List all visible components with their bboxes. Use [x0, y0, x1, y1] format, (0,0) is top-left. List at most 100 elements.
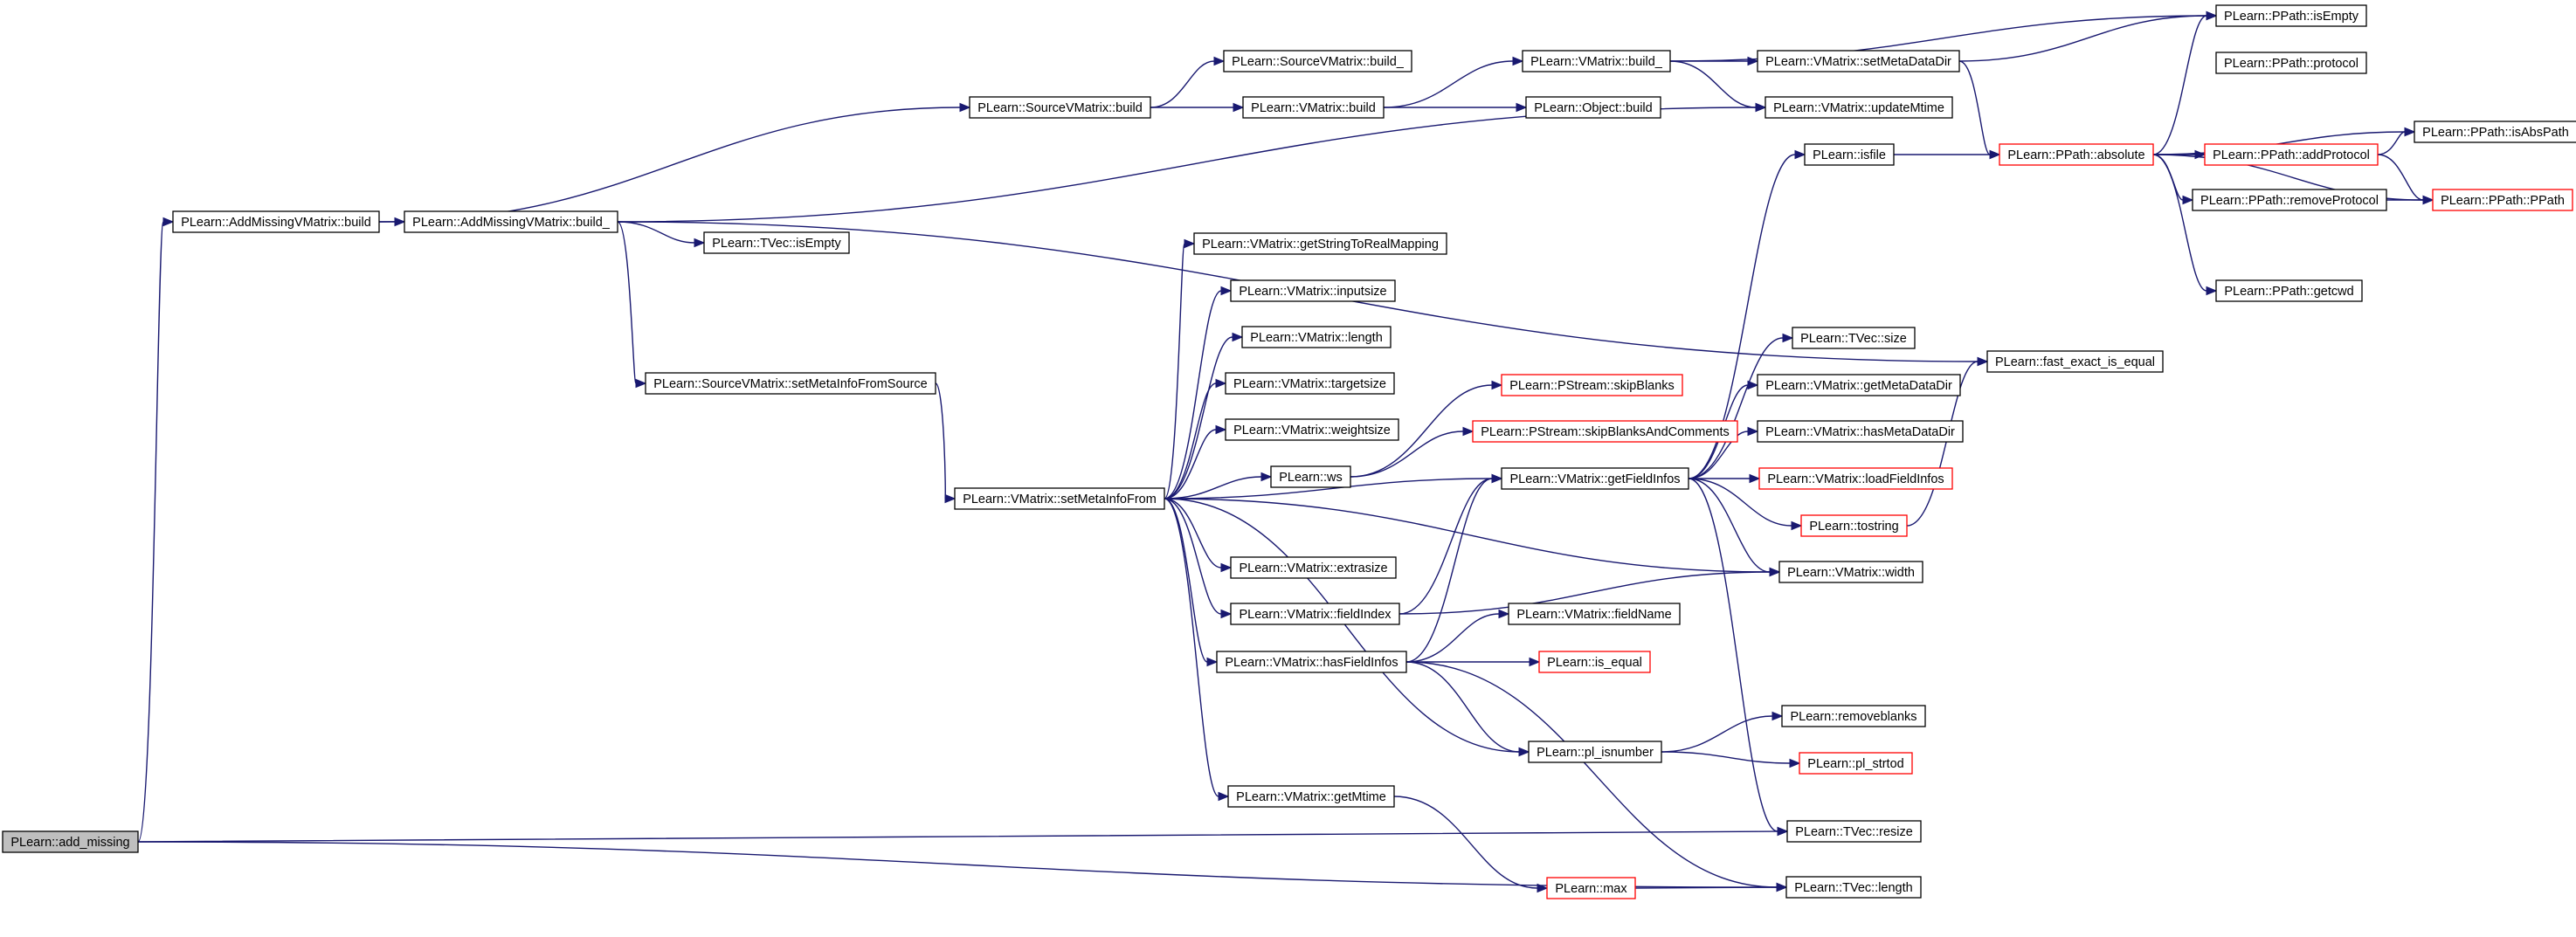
node-svm_setMeta[interactable]: PLearn::SourceVMatrix::setMetaInfoFromSo… — [645, 372, 936, 395]
node-pp_isAbsPath[interactable]: PLearn::PPath::isAbsPath — [2414, 121, 2576, 143]
node-vm_inputsize[interactable]: PLearn::VMatrix::inputsize — [1230, 279, 1396, 302]
node-box[interactable] — [2204, 143, 2379, 166]
node-vm_weightsize[interactable]: PLearn::VMatrix::weightsize — [1225, 418, 1399, 441]
node-box[interactable] — [1230, 279, 1396, 302]
node-amvm_build_[interactable]: PLearn::AddMissingVMatrix::build_ — [404, 210, 618, 233]
node-box[interactable] — [1781, 705, 1926, 727]
node-box[interactable] — [954, 487, 1165, 510]
node-vm_extrasize[interactable]: PLearn::VMatrix::extrasize — [1230, 556, 1397, 579]
node-box[interactable] — [645, 372, 936, 395]
node-vm_build_[interactable]: PLearn::VMatrix::build_ — [1522, 50, 1671, 72]
node-box[interactable] — [1225, 372, 1395, 395]
node-tvec_length[interactable]: PLearn::TVec::length — [1785, 876, 1922, 899]
node-box[interactable] — [2215, 279, 2363, 302]
node-box[interactable] — [2215, 52, 2367, 74]
node-tvec_resize[interactable]: PLearn::TVec::resize — [1786, 820, 1922, 843]
node-box[interactable] — [1508, 603, 1681, 625]
node-pl_isnumber[interactable]: PLearn::pl_isnumber — [1528, 741, 1662, 763]
node-fast_exact[interactable]: PLearn::fast_exact_is_equal — [1986, 350, 2164, 373]
node-box[interactable] — [1757, 420, 1964, 443]
node-add_missing[interactable]: PLearn::add_missing — [2, 830, 139, 853]
node-vm_fieldIndex[interactable]: PLearn::VMatrix::fieldIndex — [1230, 603, 1400, 625]
node-vm_build[interactable]: PLearn::VMatrix::build — [1242, 96, 1385, 119]
node-box[interactable] — [1538, 651, 1651, 673]
node-box[interactable] — [1225, 418, 1399, 441]
node-box[interactable] — [1986, 350, 2164, 373]
node-box[interactable] — [2215, 4, 2367, 27]
node-vm_width[interactable]: PLearn::VMatrix::width — [1778, 561, 1923, 583]
node-pp_removeProtocol[interactable]: PLearn::PPath::removeProtocol — [2192, 189, 2387, 211]
node-vm_hasFieldInfos[interactable]: PLearn::VMatrix::hasFieldInfos — [1216, 651, 1407, 673]
node-box[interactable] — [172, 210, 380, 233]
node-box[interactable] — [1757, 50, 1960, 72]
node-box[interactable] — [404, 210, 618, 233]
node-box[interactable] — [1501, 374, 1683, 396]
node-box[interactable] — [1501, 467, 1689, 490]
node-pp_PPath[interactable]: PLearn::PPath::PPath — [2432, 189, 2573, 211]
node-box[interactable] — [1230, 603, 1400, 625]
node-box[interactable] — [1800, 514, 1908, 537]
node-tostring[interactable]: PLearn::tostring — [1800, 514, 1908, 537]
node-vm_targetsize[interactable]: PLearn::VMatrix::targetsize — [1225, 372, 1395, 395]
node-vm_setMetaInfoFrom[interactable]: PLearn::VMatrix::setMetaInfoFrom — [954, 487, 1165, 510]
node-box[interactable] — [1757, 374, 1961, 396]
node-box[interactable] — [1241, 326, 1392, 348]
node-svm_build_[interactable]: PLearn::SourceVMatrix::build_ — [1223, 50, 1412, 72]
node-max[interactable]: PLearn::max — [1546, 877, 1636, 899]
node-removeblanks[interactable]: PLearn::removeblanks — [1781, 705, 1926, 727]
node-box[interactable] — [1472, 420, 1738, 443]
node-box[interactable] — [2192, 189, 2387, 211]
node-ps_skipBAC[interactable]: PLearn::PStream::skipBlanksAndComments — [1472, 420, 1738, 443]
node-box[interactable] — [1546, 877, 1636, 899]
node-vm_updateMtime[interactable]: PLearn::VMatrix::updateMtime — [1765, 96, 1953, 119]
node-box[interactable] — [1792, 327, 1916, 349]
node-vm_setMetaDataDir[interactable]: PLearn::VMatrix::setMetaDataDir — [1757, 50, 1960, 72]
node-box[interactable] — [1193, 232, 1447, 255]
node-box[interactable] — [1270, 465, 1351, 488]
node-tvec_isEmpty[interactable]: PLearn::TVec::isEmpty — [703, 231, 850, 254]
node-vm_fieldName[interactable]: PLearn::VMatrix::fieldName — [1508, 603, 1681, 625]
node-vm_getMtime[interactable]: PLearn::VMatrix::getMtime — [1227, 785, 1395, 808]
node-box[interactable] — [1525, 96, 1661, 119]
node-obj_build[interactable]: PLearn::Object::build — [1525, 96, 1661, 119]
node-pp_absolute[interactable]: PLearn::PPath::absolute — [1999, 143, 2154, 166]
node-box[interactable] — [1230, 556, 1397, 579]
node-vm_length[interactable]: PLearn::VMatrix::length — [1241, 326, 1392, 348]
node-svm_build[interactable]: PLearn::SourceVMatrix::build — [969, 96, 1151, 119]
node-box[interactable] — [1785, 876, 1922, 899]
node-isfile[interactable]: PLearn::isfile — [1804, 143, 1895, 166]
node-pp_isEmpty[interactable]: PLearn::PPath::isEmpty — [2215, 4, 2367, 27]
node-box[interactable] — [1522, 50, 1671, 72]
node-pp_protocol[interactable]: PLearn::PPath::protocol — [2215, 52, 2367, 74]
node-vm_hasMetaDataDir[interactable]: PLearn::VMatrix::hasMetaDataDir — [1757, 420, 1964, 443]
node-vm_getStrToReal[interactable]: PLearn::VMatrix::getStringToRealMapping — [1193, 232, 1447, 255]
node-is_equal[interactable]: PLearn::is_equal — [1538, 651, 1651, 673]
node-box[interactable] — [2414, 121, 2576, 143]
node-box[interactable] — [1216, 651, 1407, 673]
node-box[interactable] — [1799, 752, 1913, 775]
node-box[interactable] — [1223, 50, 1412, 72]
node-box[interactable] — [1786, 820, 1922, 843]
node-box[interactable] — [1758, 467, 1953, 490]
node-pl_strtod[interactable]: PLearn::pl_strtod — [1799, 752, 1913, 775]
node-pp_addProtocol[interactable]: PLearn::PPath::addProtocol — [2204, 143, 2379, 166]
node-pp_getcwd[interactable]: PLearn::PPath::getcwd — [2215, 279, 2363, 302]
node-amvm_build[interactable]: PLearn::AddMissingVMatrix::build — [172, 210, 380, 233]
node-vm_loadFieldInfos[interactable]: PLearn::VMatrix::loadFieldInfos — [1758, 467, 1953, 490]
node-ps_skipBlanks[interactable]: PLearn::PStream::skipBlanks — [1501, 374, 1683, 396]
node-vm_getFieldInfos[interactable]: PLearn::VMatrix::getFieldInfos — [1501, 467, 1689, 490]
node-box[interactable] — [1999, 143, 2154, 166]
node-box[interactable] — [1227, 785, 1395, 808]
node-box[interactable] — [2432, 189, 2573, 211]
node-box[interactable] — [1242, 96, 1385, 119]
node-box[interactable] — [1778, 561, 1923, 583]
node-box[interactable] — [1804, 143, 1895, 166]
node-vm_getMetaDataDir[interactable]: PLearn::VMatrix::getMetaDataDir — [1757, 374, 1961, 396]
node-box[interactable] — [1528, 741, 1662, 763]
node-box[interactable] — [1765, 96, 1953, 119]
node-box[interactable] — [2, 830, 139, 853]
node-tvec_size[interactable]: PLearn::TVec::size — [1792, 327, 1916, 349]
node-box[interactable] — [703, 231, 850, 254]
node-box[interactable] — [969, 96, 1151, 119]
node-ws[interactable]: PLearn::ws — [1270, 465, 1351, 488]
